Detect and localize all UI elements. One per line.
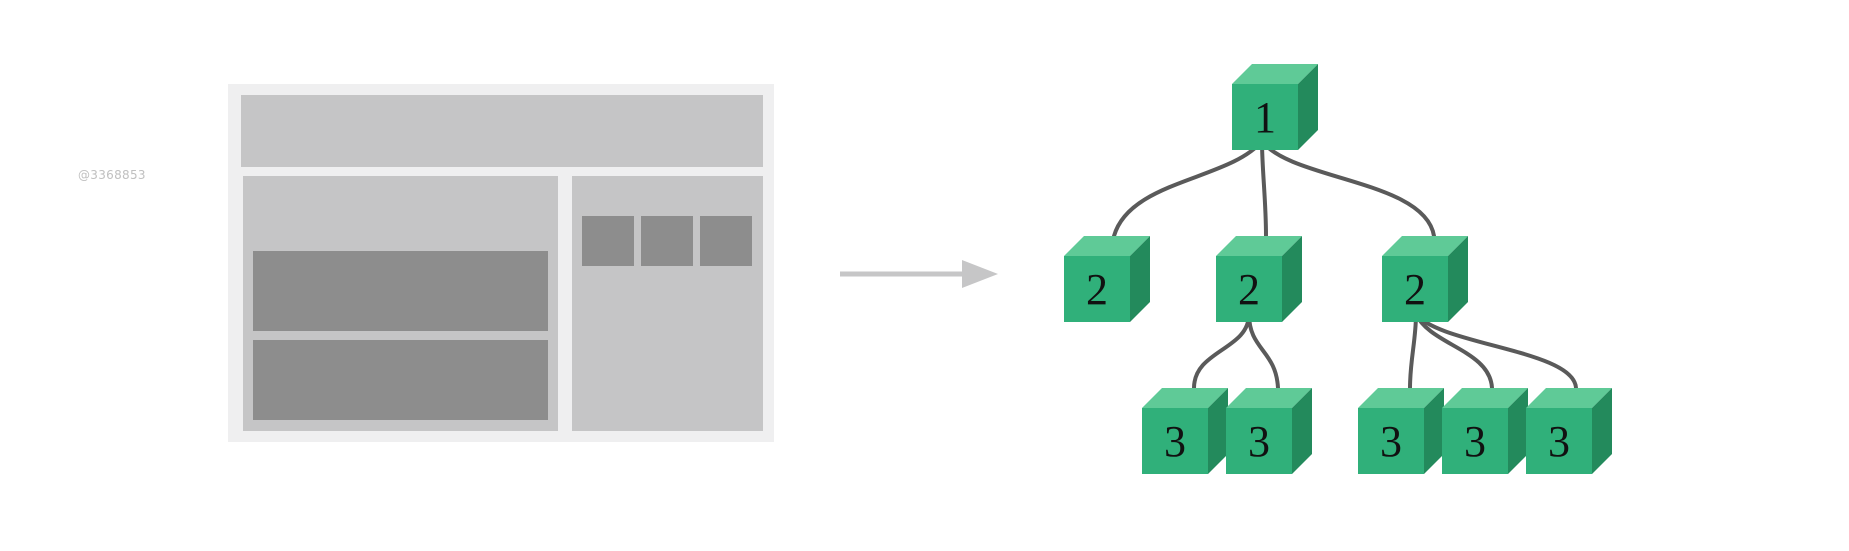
cube-front-face: [1442, 408, 1508, 474]
cube-side-face: [1292, 388, 1312, 474]
tree-node-level-2: 2: [1382, 236, 1468, 322]
tree-node-level-3: 3: [1358, 388, 1444, 474]
node-level-label: 2: [1086, 265, 1108, 314]
page-layout-mockup: [228, 84, 774, 442]
cube-side-face: [1508, 388, 1528, 474]
node-level-label: 3: [1380, 417, 1402, 466]
tree-node-level-2: 2: [1216, 236, 1302, 322]
node-level-label: 3: [1548, 417, 1570, 466]
cube-top-face: [1216, 236, 1302, 256]
tree-node-level-3: 3: [1226, 388, 1312, 474]
node-level-label: 2: [1404, 265, 1426, 314]
tree-nodes: 1 2 2 2 3 3 3 3 3: [1064, 64, 1612, 474]
cube-side-face: [1592, 388, 1612, 474]
mockup-sidebar-tile: [641, 216, 693, 266]
cube-side-face: [1448, 236, 1468, 322]
cube-front-face: [1526, 408, 1592, 474]
cube-front-face: [1226, 408, 1292, 474]
cube-top-face: [1142, 388, 1228, 408]
node-level-label: 3: [1464, 417, 1486, 466]
mockup-content-row: [253, 340, 548, 420]
cube-top-face: [1226, 388, 1312, 408]
cube-front-face: [1216, 256, 1282, 322]
cube-front-face: [1382, 256, 1448, 322]
cube-front-face: [1358, 408, 1424, 474]
cube-side-face: [1130, 236, 1150, 322]
mockup-sidebar-tile: [700, 216, 752, 266]
tree-connectors: [1112, 139, 1578, 390]
tree-node-level-1: 1: [1232, 64, 1318, 150]
mockup-sidebar-tile: [582, 216, 634, 266]
mockup-header-block: [241, 95, 763, 167]
cube-front-face: [1064, 256, 1130, 322]
cube-top-face: [1442, 388, 1528, 408]
cube-top-face: [1064, 236, 1150, 256]
node-level-label: 2: [1238, 265, 1260, 314]
transform-arrow: [840, 260, 998, 288]
cube-top-face: [1232, 64, 1318, 84]
node-level-label: 3: [1164, 417, 1186, 466]
cube-front-face: [1142, 408, 1208, 474]
node-level-label: 3: [1248, 417, 1270, 466]
mockup-content-row: [253, 251, 548, 331]
node-level-label: 1: [1254, 93, 1276, 142]
cube-side-face: [1208, 388, 1228, 474]
tree-node-level-3: 3: [1142, 388, 1228, 474]
cube-front-face: [1232, 84, 1298, 150]
cube-top-face: [1382, 236, 1468, 256]
tree-node-level-2: 2: [1064, 236, 1150, 322]
cube-top-face: [1526, 388, 1612, 408]
tree-node-level-3: 3: [1442, 388, 1528, 474]
cube-side-face: [1424, 388, 1444, 474]
watermark-text: @3368853: [78, 168, 146, 182]
cube-top-face: [1358, 388, 1444, 408]
cube-side-face: [1282, 236, 1302, 322]
tree-node-level-3: 3: [1526, 388, 1612, 474]
cube-side-face: [1298, 64, 1318, 150]
